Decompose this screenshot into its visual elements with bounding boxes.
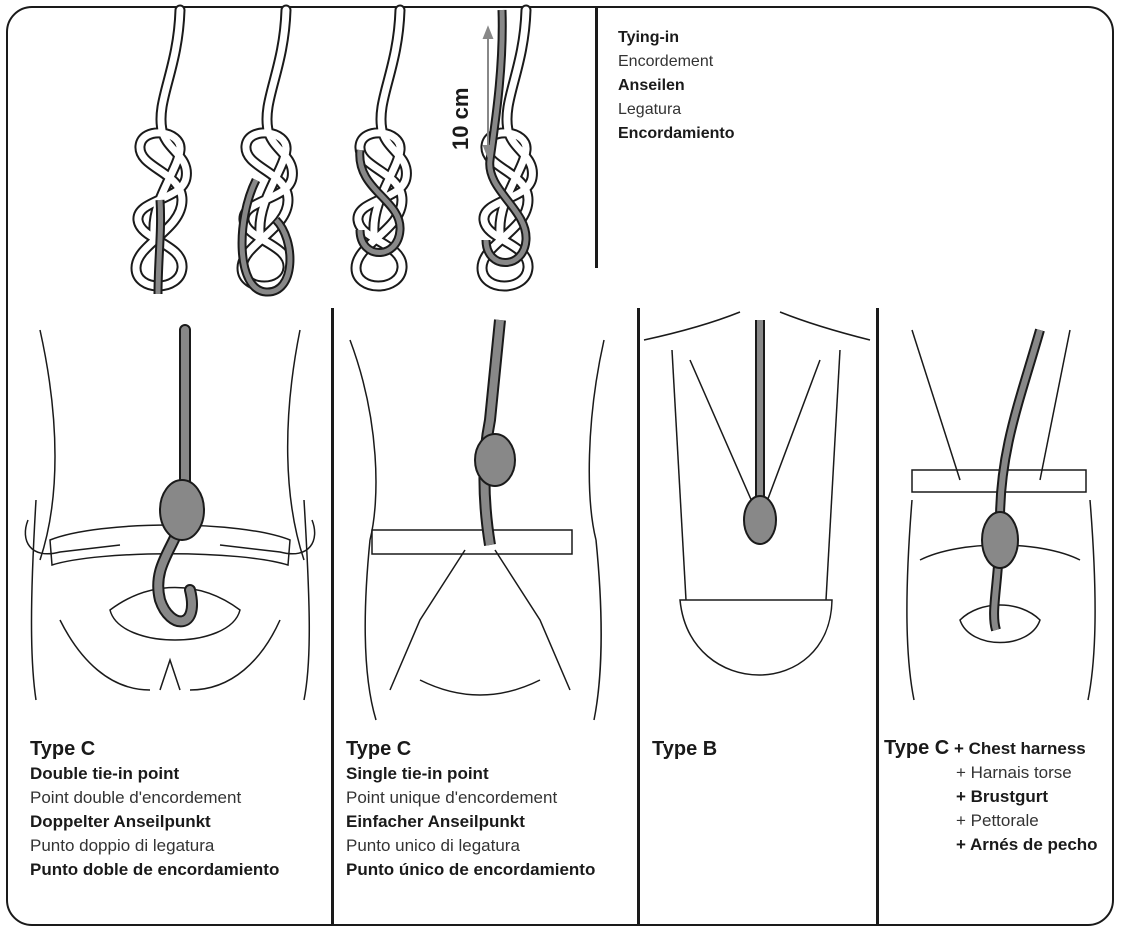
tying-in-es: Encordamiento bbox=[618, 122, 734, 146]
panel-1-fr: Point double d'encordement bbox=[30, 786, 279, 810]
panel-4-de: + Brustgurt bbox=[884, 785, 1098, 809]
panel-2-es: Punto único de encordamiento bbox=[346, 858, 595, 882]
panel-1-es: Punto doble de encordamiento bbox=[30, 858, 279, 882]
tying-in-it: Legatura bbox=[618, 98, 734, 122]
panel-4-es: + Arnés de pecho bbox=[884, 833, 1098, 857]
panel-2-type: Type C bbox=[346, 736, 595, 762]
caption-panel-3: Type B bbox=[652, 736, 717, 762]
panel-4-en: + Chest harness bbox=[954, 739, 1086, 758]
tying-in-de: Anseilen bbox=[618, 74, 734, 98]
panel-2-fr: Point unique d'encordement bbox=[346, 786, 595, 810]
rope-panel-3 bbox=[744, 320, 776, 544]
caption-panel-4: Type C + Chest harness + Harnais torse +… bbox=[884, 736, 1098, 857]
rope-panel-2 bbox=[475, 320, 515, 545]
rope-panel-1 bbox=[158, 330, 204, 621]
panel-4-it: + Pettorale bbox=[884, 809, 1098, 833]
panel-1-it: Punto doppio di legatura bbox=[30, 834, 279, 858]
torso-panel-2 bbox=[350, 340, 604, 720]
knot-step-2 bbox=[242, 10, 292, 292]
tying-in-fr: Encordement bbox=[618, 50, 734, 74]
caption-panel-2: Type C Single tie-in point Point unique … bbox=[346, 736, 595, 882]
panel-3-type: Type B bbox=[652, 736, 717, 762]
knot-step-3 bbox=[356, 10, 406, 286]
caption-panel-1: Type C Double tie-in point Point double … bbox=[30, 736, 279, 882]
measure-label: 10 cm bbox=[448, 88, 474, 150]
panel-2-de: Einfacher Anseilpunkt bbox=[346, 810, 595, 834]
panel-1-de: Doppelter Anseilpunkt bbox=[30, 810, 279, 834]
rope-panel-4 bbox=[982, 330, 1040, 630]
panel-1-en: Double tie-in point bbox=[30, 762, 279, 786]
panel-4-type: Type C bbox=[884, 737, 949, 759]
panel-1-type: Type C bbox=[30, 736, 279, 762]
panel-2-en: Single tie-in point bbox=[346, 762, 595, 786]
panel-4-fr: + Harnais torse bbox=[884, 761, 1098, 785]
tying-in-block: Tying-in Encordement Anseilen Legatura E… bbox=[618, 26, 734, 146]
tying-in-en: Tying-in bbox=[618, 26, 734, 50]
knot-step-1 bbox=[136, 10, 186, 294]
panel-2-it: Punto unico di legatura bbox=[346, 834, 595, 858]
